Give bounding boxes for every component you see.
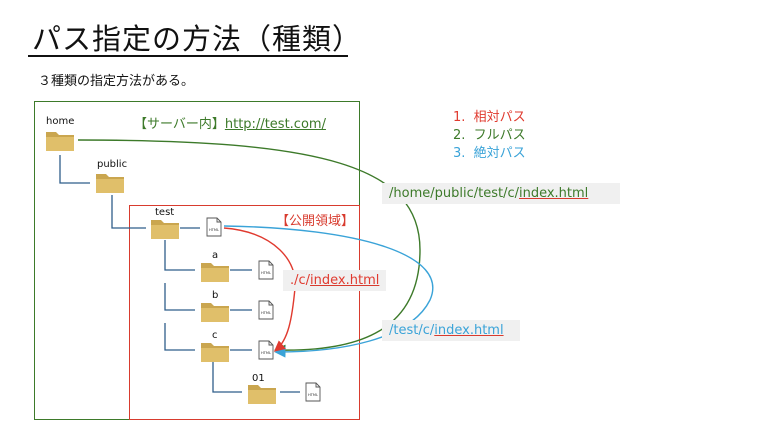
full-path-label: /home/public/test/c/index.html (382, 183, 620, 204)
folder-label-test: test (155, 207, 175, 218)
html-file-icon[interactable]: HTML (258, 260, 274, 280)
folder-label-c: c (212, 330, 218, 341)
folder-icon[interactable] (45, 128, 75, 152)
html-file-icon[interactable]: HTML (305, 382, 321, 402)
tree-line-test-c (164, 323, 195, 351)
folder-icon[interactable] (200, 299, 230, 323)
legend-item-full: 2. フルパス (453, 128, 526, 143)
folder-icon[interactable] (247, 381, 277, 405)
folder-label-a: a (212, 250, 219, 261)
folder-label-public: public (97, 159, 128, 170)
public-area-box (129, 205, 360, 420)
tree-line-home-public (59, 155, 90, 184)
server-label: 【サーバー内】http://test.com/ (134, 113, 326, 132)
absolute-path-label: /test/c/index.html (382, 320, 520, 341)
subtitle: ３種類の指定方法がある。 (38, 74, 195, 89)
relative-path-label: ./c/index.html (283, 270, 387, 291)
html-file-icon[interactable]: HTML (258, 300, 274, 320)
public-area-label: 【公開領域】 (276, 214, 355, 229)
server-url-link[interactable]: http://test.com/ (224, 117, 326, 132)
server-label-text: 【サーバー内】 (134, 117, 225, 132)
slide-title: パス指定の方法（種類） (32, 22, 363, 56)
tree-line-test-b (164, 283, 195, 311)
folder-icon[interactable] (200, 339, 230, 363)
tree-line-c-01 (212, 362, 242, 393)
title-underline (28, 55, 348, 57)
legend-item-absolute: 3. 絶対パス (453, 146, 526, 161)
full-path-arrow (77, 139, 421, 356)
tree-line-test-a (164, 240, 195, 271)
svg-text:HTML: HTML (261, 271, 271, 275)
folder-icon[interactable] (150, 216, 180, 240)
svg-text:HTML: HTML (308, 393, 318, 397)
absolute-path-arrow (223, 225, 434, 358)
folder-icon[interactable] (200, 259, 230, 283)
folder-label-home: home (46, 116, 75, 127)
svg-text:HTML: HTML (261, 351, 271, 355)
svg-text:HTML: HTML (261, 311, 271, 315)
legend-item-relative: 1. 相対パス (453, 110, 526, 125)
html-file-icon[interactable]: HTML (206, 217, 222, 237)
html-file-icon[interactable]: HTML (258, 340, 274, 360)
svg-text:HTML: HTML (209, 228, 219, 232)
folder-icon[interactable] (95, 170, 125, 194)
folder-label-b: b (212, 290, 219, 301)
tree-line-public-test (111, 195, 146, 229)
folder-label-01: 01 (252, 373, 265, 384)
